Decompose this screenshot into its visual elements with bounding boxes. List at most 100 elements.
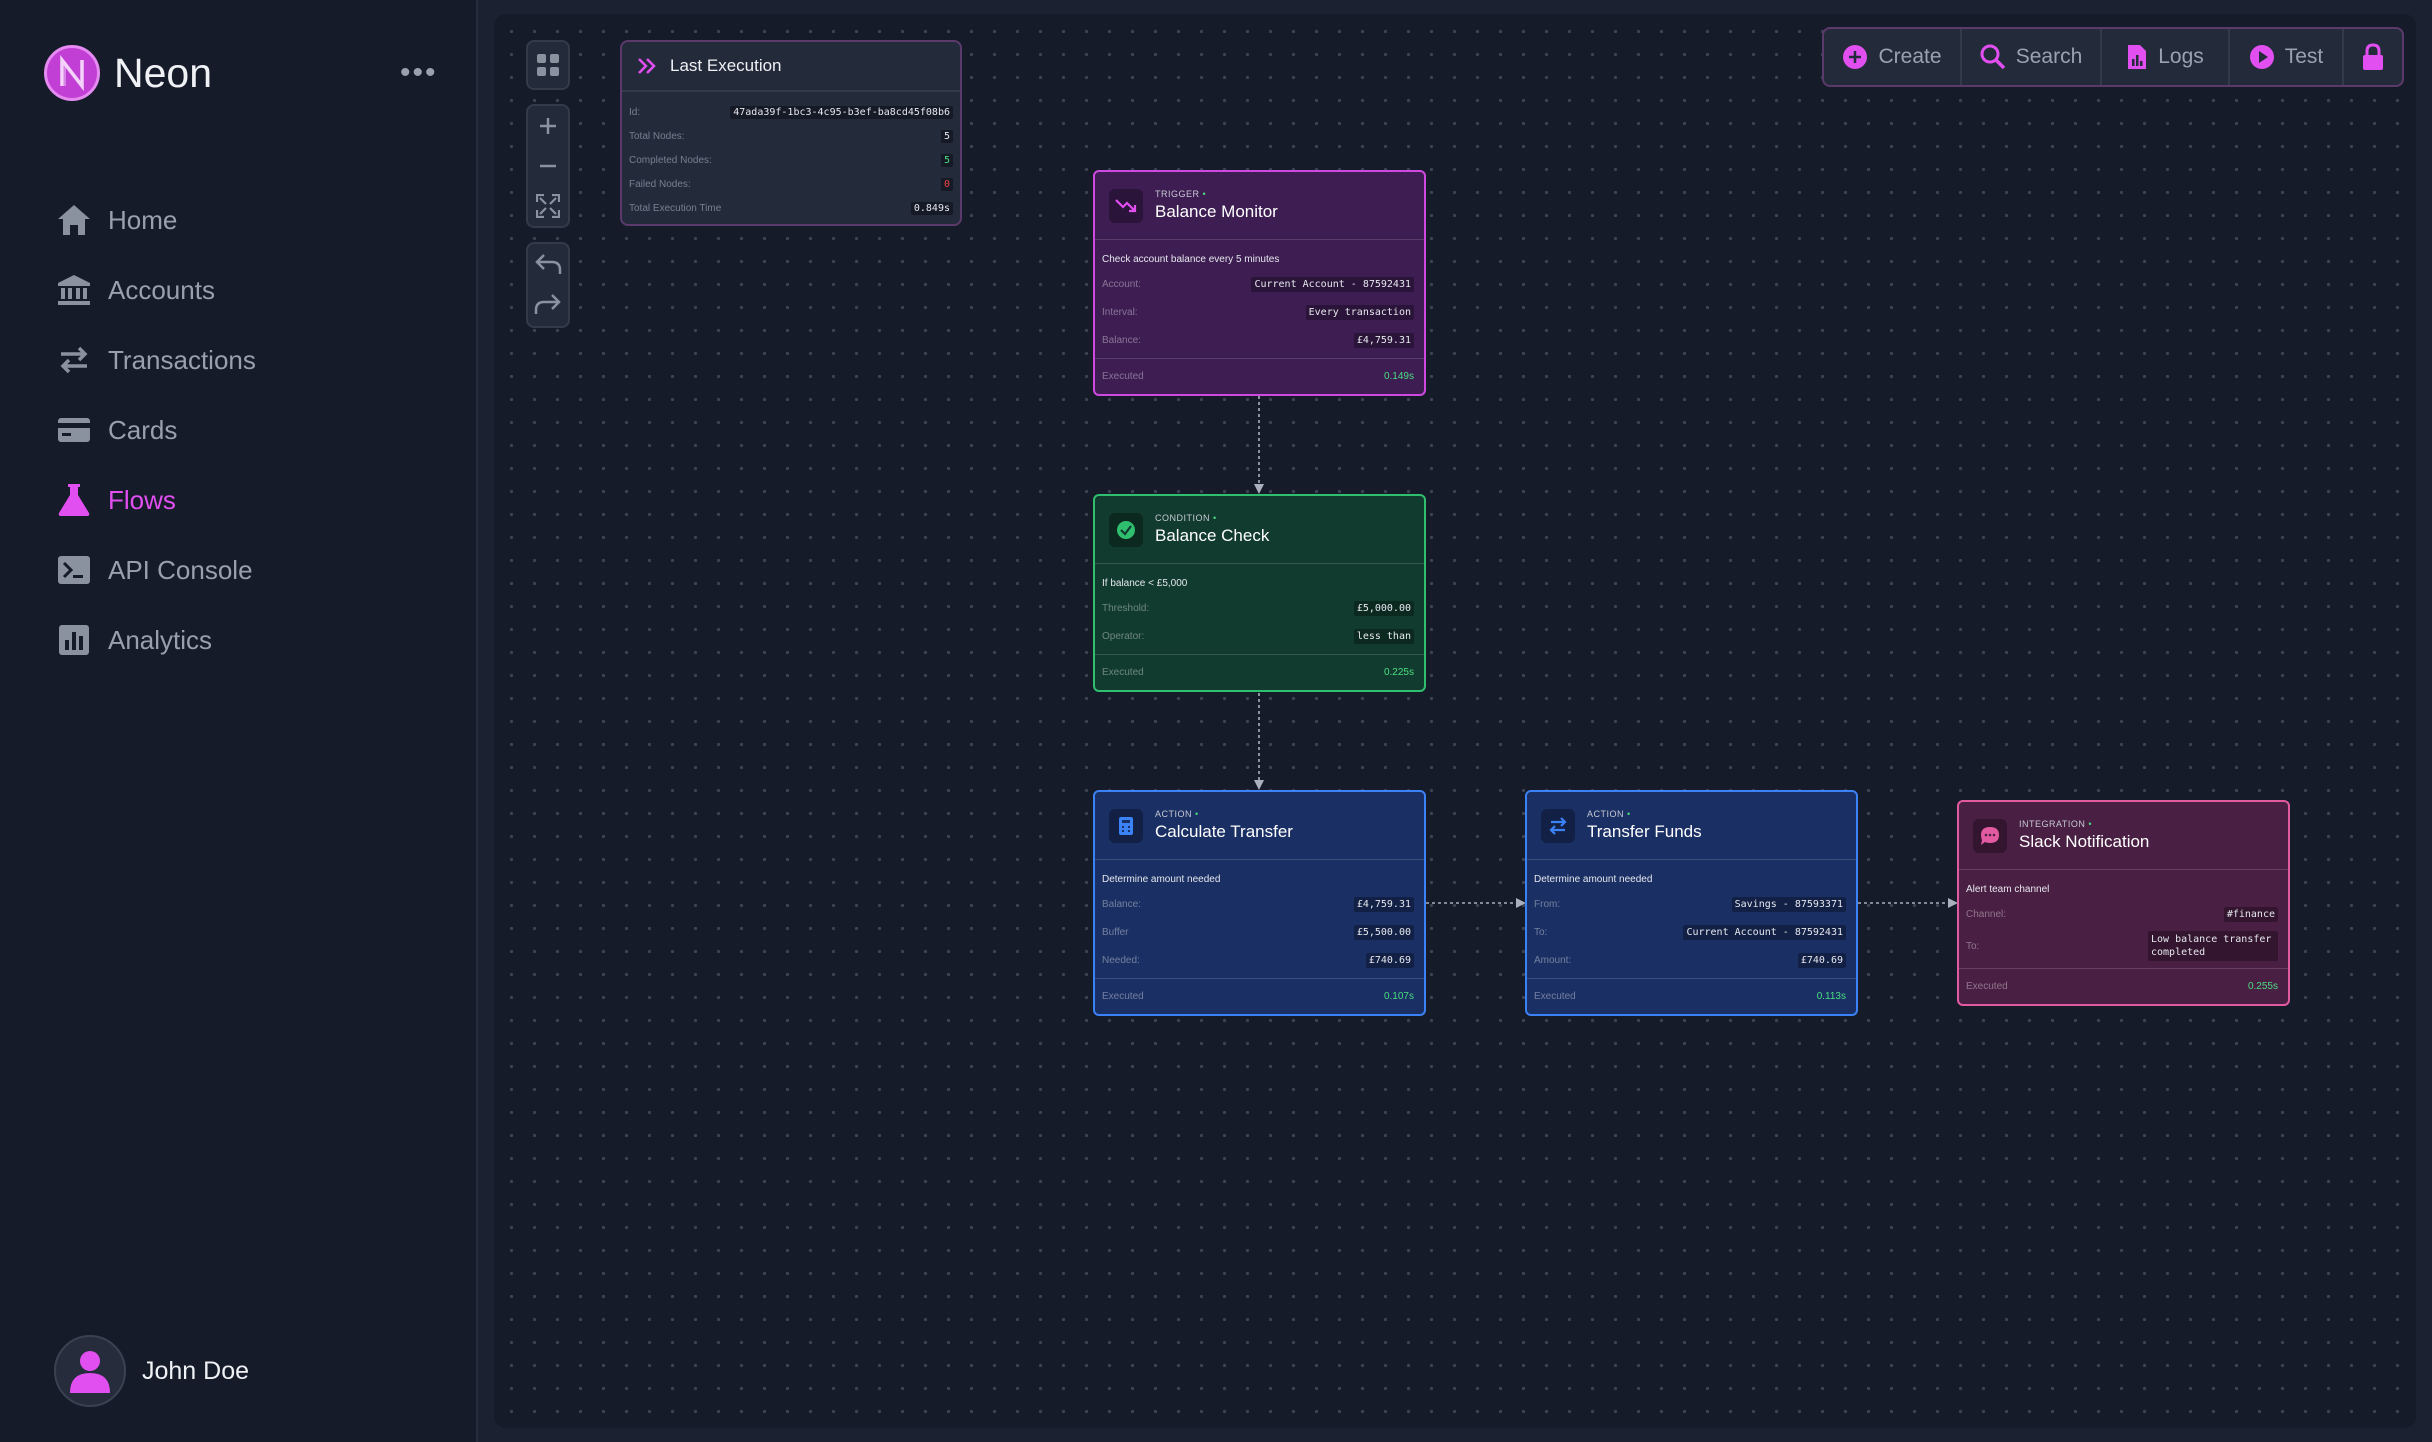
total-nodes-label: Total Nodes: (629, 130, 685, 142)
node-footer: Executed 0.107s (1095, 978, 1424, 1014)
play-circle-icon (2249, 45, 2274, 69)
failed-nodes-row: Failed Nodes: 0 (629, 172, 953, 196)
node-title: Balance Monitor (1155, 202, 1278, 221)
logs-button-label: Logs (2158, 45, 2204, 68)
node-field: To:Current Account - 87592431 (1534, 918, 1846, 946)
node-footer: Executed 0.149s (1095, 358, 1424, 394)
calculator-icon (1109, 808, 1143, 843)
node-description: Determine amount needed (1102, 874, 1221, 885)
flow-node-transfer-funds[interactable]: ACTION • Transfer Funds Determine amount… (1525, 790, 1858, 1016)
sidebar-item-flows[interactable]: Flows (56, 465, 256, 535)
chat-bubble-icon (1973, 818, 2007, 853)
create-button[interactable]: Create (1824, 29, 1962, 85)
flow-node-balance-check[interactable]: CONDITION • Balance Check If balance < £… (1093, 494, 1426, 692)
last-execution-panel: Last Execution Id: 47ada39f-1bc3-4c95-b3… (620, 40, 962, 226)
flow-node-balance-monitor[interactable]: TRIGGER • Balance Monitor Check account … (1093, 170, 1426, 396)
node-title: Transfer Funds (1587, 822, 1702, 841)
node-title: Balance Check (1155, 526, 1270, 545)
transfer-arrows-icon (56, 342, 92, 378)
sidebar-item-label: Home (108, 204, 178, 235)
execution-time-row: Total Execution Time 0.849s (629, 196, 953, 220)
sidebar-nav: Home Accounts Transactions Cards Flows (56, 185, 256, 675)
sidebar-item-label: Cards (108, 414, 178, 445)
fit-view-button[interactable] (526, 186, 570, 226)
flow-canvas[interactable] (494, 14, 2416, 1428)
logs-button[interactable]: Logs (2102, 29, 2230, 85)
grid-icon (537, 54, 559, 76)
test-button[interactable]: Test (2230, 29, 2344, 85)
flow-toolbar: Create Search Logs Test (1822, 27, 2404, 87)
node-footer: Executed 0.225s (1095, 654, 1424, 690)
node-field: To:Low balance transfer completed (1966, 928, 2278, 964)
total-nodes-value: 5 (940, 129, 953, 143)
redo-icon (534, 294, 561, 314)
sidebar-item-label: Transactions (108, 344, 256, 375)
logs-icon (2128, 45, 2147, 69)
node-description: Check account balance every 5 minutes (1102, 254, 1280, 265)
search-button[interactable]: Search (1962, 29, 2102, 85)
flow-node-slack-notification[interactable]: INTEGRATION • Slack Notification Alert t… (1957, 800, 2290, 1006)
node-field: Interval:Every transaction (1102, 298, 1414, 326)
completed-nodes-row: Completed Nodes: 5 (629, 148, 953, 172)
bank-icon (56, 272, 92, 308)
flask-icon (56, 482, 92, 518)
node-field: Threshold:£5,000.00 (1102, 594, 1414, 622)
undo-button[interactable] (526, 244, 570, 284)
search-icon (1980, 44, 2005, 70)
execution-time: 0.149s (1383, 371, 1414, 382)
brand[interactable]: Neon (44, 44, 212, 102)
bar-chart-icon (56, 622, 92, 658)
node-footer: Executed 0.255s (1959, 968, 2288, 1004)
user-profile[interactable]: John Doe (54, 1335, 249, 1407)
execution-panel-header[interactable]: Last Execution (622, 42, 960, 92)
sidebar-item-home[interactable]: Home (56, 185, 256, 255)
node-type-label: TRIGGER • (1155, 189, 1207, 199)
redo-button[interactable] (526, 284, 570, 324)
execution-time-label: Total Execution Time (629, 202, 722, 214)
zoom-out-button[interactable] (526, 146, 570, 186)
grid-layout-button[interactable] (526, 42, 570, 88)
execution-id-label: Id: (629, 106, 641, 118)
layout-control-group (526, 40, 570, 90)
lock-button[interactable] (2344, 29, 2402, 85)
node-type-label: ACTION • (1155, 809, 1199, 819)
sidebar-item-api-console[interactable]: API Console (56, 535, 256, 605)
execution-panel-title: Last Execution (670, 56, 782, 75)
trending-down-icon (1109, 188, 1143, 223)
node-field: From:Savings - 87593371 (1534, 890, 1846, 918)
flow-node-calculate-transfer[interactable]: ACTION • Calculate Transfer Determine am… (1093, 790, 1426, 1016)
total-nodes-row: Total Nodes: 5 (629, 124, 953, 148)
zoom-in-button[interactable] (526, 106, 570, 146)
sidebar-item-accounts[interactable]: Accounts (56, 255, 256, 325)
more-options-icon[interactable]: ••• (400, 56, 438, 89)
execution-time: 0.113s (1816, 991, 1846, 1002)
undo-icon (535, 254, 562, 274)
check-circle-icon (1109, 512, 1143, 547)
execution-time: 0.107s (1383, 991, 1414, 1002)
sidebar-item-label: Accounts (108, 274, 215, 305)
test-button-label: Test (2284, 45, 2324, 68)
home-icon (56, 202, 92, 238)
sidebar-item-transactions[interactable]: Transactions (56, 325, 256, 395)
execution-id-row: Id: 47ada39f-1bc3-4c95-b3ef-ba8cd45f08b6 (629, 100, 953, 124)
node-field: Buffer£5,500.00 (1102, 918, 1414, 946)
execution-time: 0.255s (2247, 981, 2278, 992)
create-button-label: Create (1878, 45, 1942, 68)
sidebar-item-cards[interactable]: Cards (56, 395, 256, 465)
node-footer: Executed 0.113s (1527, 978, 1856, 1014)
node-field: Balance:£4,759.31 (1102, 326, 1414, 354)
node-field: Amount:£740.69 (1534, 946, 1846, 974)
user-icon (70, 1351, 110, 1393)
node-field: Operator:less than (1102, 622, 1414, 650)
execution-id-value: 47ada39f-1bc3-4c95-b3ef-ba8cd45f08b6 (730, 105, 953, 119)
minus-icon (540, 164, 556, 168)
node-field: Balance:£4,759.31 (1102, 890, 1414, 918)
execution-time-value: 0.849s (910, 201, 953, 215)
node-field: Account:Current Account - 87592431 (1102, 270, 1414, 298)
expand-icon (536, 194, 560, 218)
node-title: Slack Notification (2019, 832, 2150, 851)
failed-nodes-label: Failed Nodes: (629, 178, 691, 190)
sidebar-item-analytics[interactable]: Analytics (56, 605, 256, 675)
node-field: Needed:£740.69 (1102, 946, 1414, 974)
credit-card-icon (56, 412, 92, 448)
